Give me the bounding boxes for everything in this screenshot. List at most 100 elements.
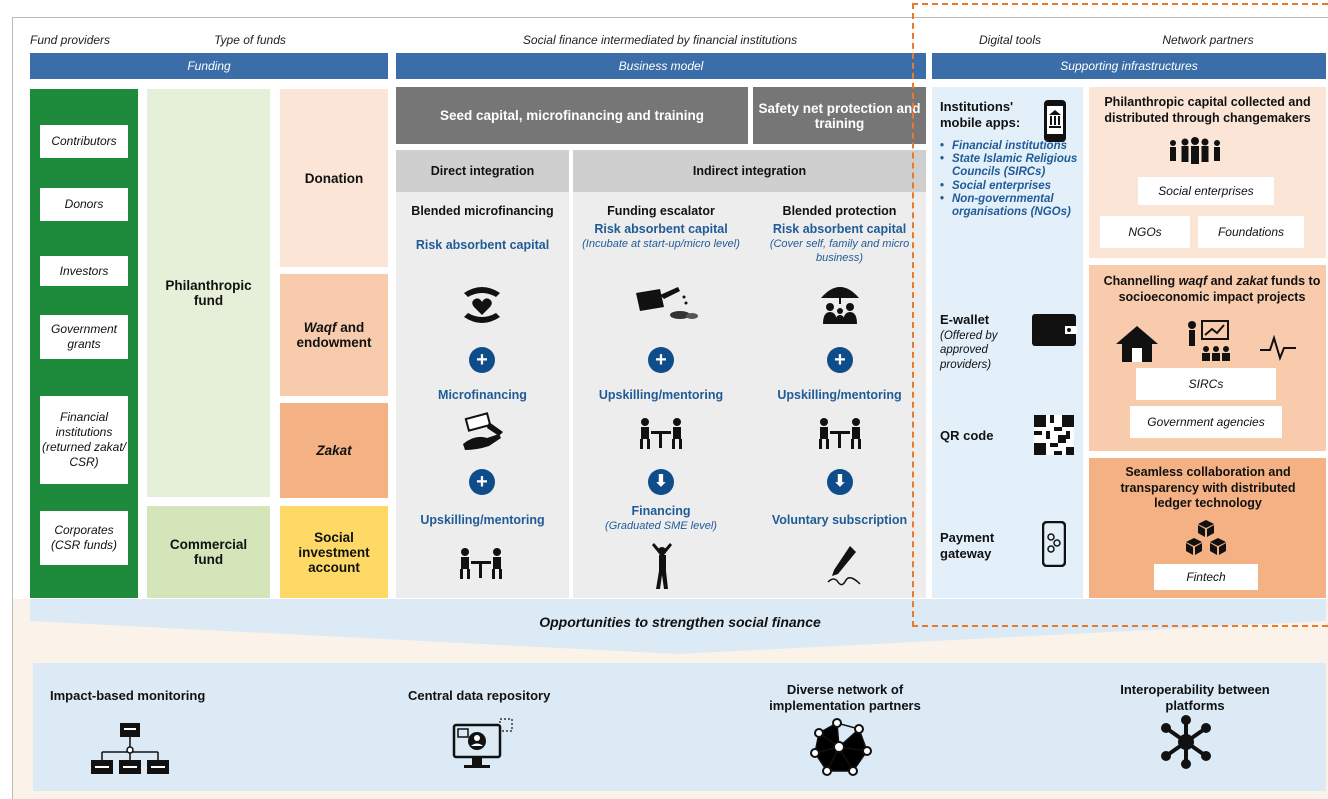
supporting-bar: Supporting infrastructures [932,53,1326,79]
pulse-icon [1256,328,1300,364]
commercial-fund: Commercial fund [147,506,270,598]
opportunities-panel [33,663,1326,791]
zakat-box: Zakat [280,403,388,498]
app-item: Social enterprises [940,180,1080,193]
col2-risk-sub: (Incubate at start-up/micro level) [582,238,740,250]
network-p3-title: Seamless collaboration and transparency … [1120,465,1296,511]
mentoring-icon [635,415,687,453]
plus-icon: + [469,347,495,373]
network-p2-title: Channelling waqf and zakat funds to soci… [1098,274,1326,305]
column-divider [569,150,573,598]
col3-risk-sub: (Cover self, family and micro business) [769,238,910,264]
provider-contributors: Contributors [40,125,128,158]
opportunity-central-data: Central data repository [408,688,551,703]
waqf-label: Waqf and endowment [280,320,388,350]
opportunities-title: Opportunities to strengthen social finan… [539,614,821,630]
fintech-box: Fintech [1154,564,1258,590]
house-icon [1112,322,1162,366]
header-digital-tools: Digital tools [978,33,1042,47]
opportunity-impact-monitoring: Impact-based monitoring [50,688,206,703]
header-type-of-funds: Type of funds [214,33,286,47]
people-group-icon [1165,136,1225,172]
waqf-box: Waqf and endowment [280,274,388,396]
mobile-apps-list: Financial institutions State Islamic Rel… [940,140,1080,219]
payment-gateway-title: Payment gateway [940,530,995,562]
blockchain-icon [1182,518,1230,558]
col2-upskilling: Upskilling/mentoring [598,388,724,402]
network-p1-title: Philanthropic capital collected and dist… [1104,95,1311,125]
mentoring-icon [455,545,507,583]
col1-risk-capital: Risk absorbent capital [415,238,550,252]
sircs-box: SIRCs [1136,368,1276,400]
plus-icon: + [469,469,495,495]
p2-and: and [1207,274,1237,288]
waqf-italic: Waqf [303,320,337,335]
col1-title: Blended microfinancing [411,204,554,218]
mobile-bank-icon [1040,97,1070,145]
funding-bar: Funding [30,53,388,79]
col2-financing: Financing [631,504,691,518]
waqf-rest: and endowment [296,320,372,350]
col2-title: Funding escalator [607,204,715,218]
social-investment-box: Social investment account [280,506,388,598]
watering-can-icon [630,280,700,326]
col3-title: Blended protection [782,204,897,218]
p2-waqf: waqf [1178,274,1208,288]
qr-code-icon [1033,414,1075,456]
ewallet-sub: (Offered by approved providers) [940,330,998,371]
mobile-payment-icon [1040,519,1068,569]
p2-zakat: zakat [1236,274,1268,288]
digital-dashed-outline [912,3,1328,627]
safety-net-header: Safety net protection and training [753,87,926,144]
arrow-down-icon: ⬇ [827,469,853,495]
provider-financial-institutions: Financial institutions (returned zakat/ … [40,396,128,484]
provider-donors: Donors [40,188,128,221]
qr-code-title: QR code [940,428,994,443]
business-model-bar: Business model [396,53,926,79]
ngos-box: NGOs [1100,216,1190,248]
p2-post: funds to socioeconomic impact projects [1118,274,1321,304]
app-item: Financial institutions [940,140,1080,153]
provider-corporates: Corporates (CSR funds) [40,511,128,565]
seed-capital-header: Seed capital, microfinancing and trainin… [396,87,748,144]
social-enterprises-box: Social enterprises [1138,177,1274,205]
header-network-partners: Network partners [1162,33,1254,47]
money-hand-icon [457,410,507,456]
provider-government-grants: Government grants [40,315,128,359]
umbrella-family-icon [815,278,865,328]
computer-user-icon [450,716,516,772]
mobile-apps-title: Institutions' mobile apps: [940,99,1021,131]
opportunity-interoperability: Interoperability between platforms [1120,682,1270,714]
plus-icon: + [827,347,853,373]
app-item: Non-governmental organisations (NGOs) [940,193,1080,219]
col2-risk-capital: Risk absorbent capital [594,222,728,236]
wallet-icon [1030,312,1078,348]
pen-signature-icon [822,542,866,590]
indirect-integration-header: Indirect integration [573,150,926,192]
direct-integration-header: Direct integration [396,150,569,192]
hub-network-icon [1158,714,1214,770]
heart-hands-icon [457,280,507,328]
foundations-box: Foundations [1198,216,1304,248]
mentoring-icon [814,415,866,453]
arrow-down-icon: ⬇ [648,469,674,495]
col2-financing-sub: (Graduated SME level) [605,520,717,532]
opportunity-diverse-network: Diverse network of implementation partne… [769,682,921,714]
col1-upskilling: Upskilling/mentoring [420,513,545,527]
government-agencies-box: Government agencies [1130,406,1282,438]
outer-frame [12,17,1328,799]
ewallet-title: E-wallet [940,312,990,327]
col3-upskilling: Upskilling/mentoring [777,388,902,402]
plus-icon: + [648,347,674,373]
philanthropic-fund: Philanthropic fund [147,89,270,497]
presentation-icon [1185,318,1235,364]
p2-pre: Channelling [1103,274,1179,288]
col1-microfinancing: Microfinancing [438,388,527,402]
donation-box: Donation [280,89,388,267]
jumping-person-icon [642,542,682,592]
header-social-finance: Social finance intermediated by financia… [522,33,798,47]
network-nodes-icon [808,715,874,781]
col3-voluntary: Voluntary subscription [771,513,908,527]
app-item: State Islamic Religious Councils (SIRCs) [940,153,1080,179]
header-fund-providers: Fund providers [30,33,111,47]
